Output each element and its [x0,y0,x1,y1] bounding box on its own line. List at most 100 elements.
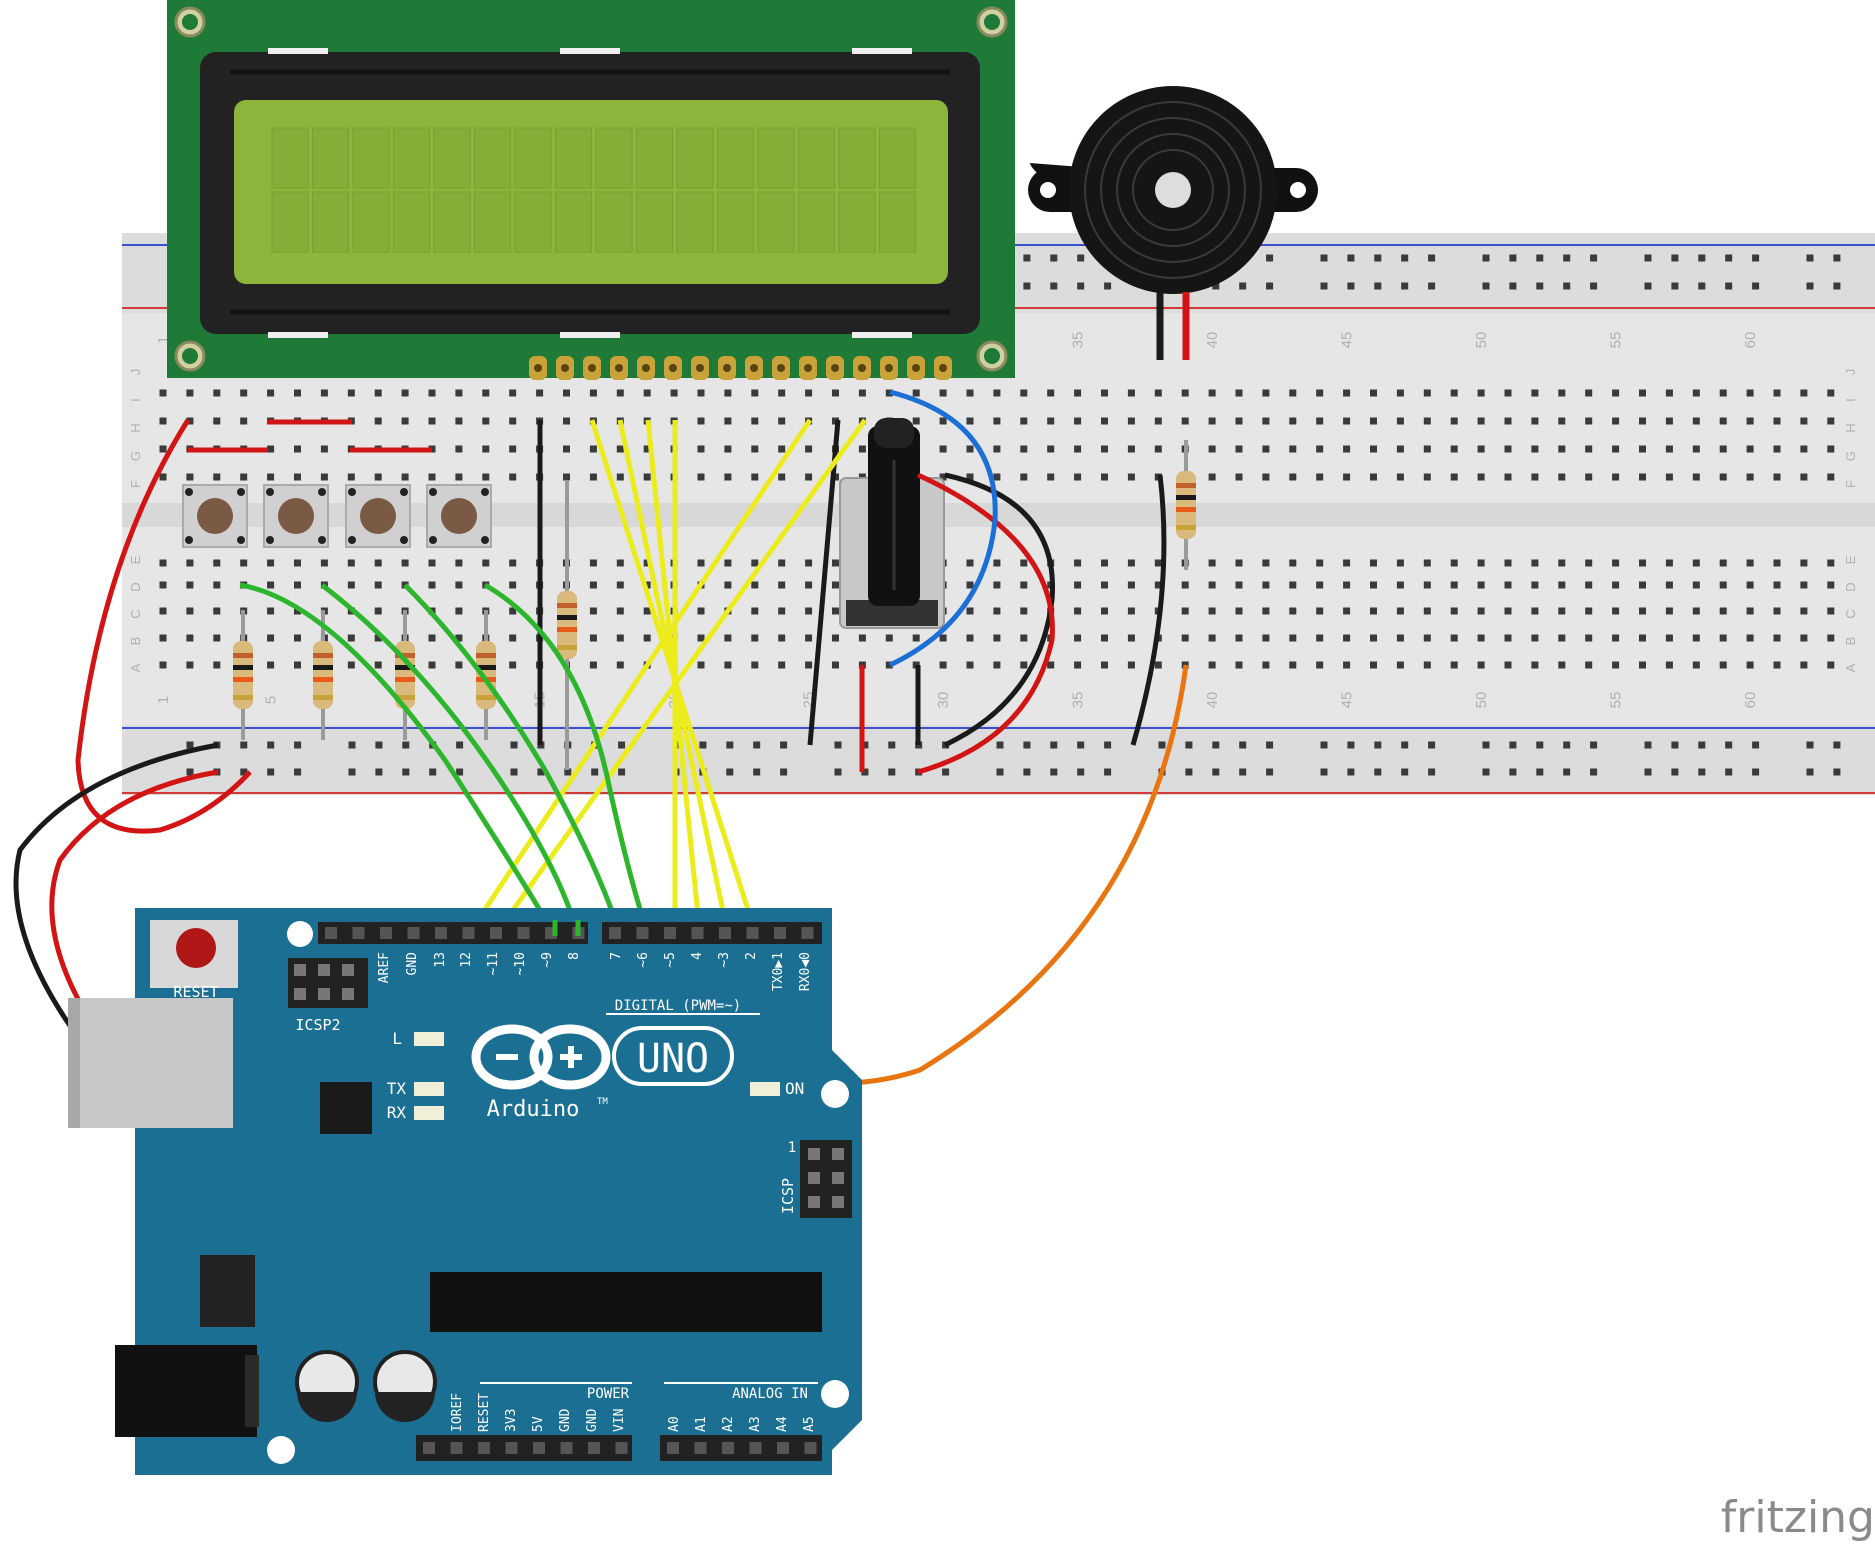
breadboard-hole [1181,607,1189,615]
breadboard-hole [589,389,597,397]
digital-pin-label: GND [405,952,420,976]
breadboard-hole [1396,445,1404,453]
breadboard-hole [401,473,409,481]
breadboard-hole [697,559,705,567]
breadboard-hole [751,445,759,453]
reset-button-cap[interactable] [176,928,216,968]
breadboard-hole [1719,581,1727,589]
breadboard-hole [159,473,167,481]
lcd-cell [474,127,511,189]
rail-hole [1320,282,1328,290]
breadboard-hole [1558,559,1566,567]
breadboard-hole [1423,559,1431,567]
row-letter: E [128,555,143,564]
rail-hole [1590,282,1598,290]
breadboard-hole [643,559,651,567]
breadboard-hole [724,634,732,642]
rail-hole [1077,254,1085,262]
breadboard-hole [1531,559,1539,567]
rail-hole [1077,741,1085,749]
breadboard-hole [1074,445,1082,453]
breadboard-hole [993,607,1001,615]
breadboard-hole [159,559,167,567]
rail-hole [1482,282,1490,290]
analog-header [660,1435,822,1461]
breadboard-hole [1504,581,1512,589]
led-l [414,1032,444,1046]
breadboard-hole [294,661,301,669]
digital-pin-label: 4 [690,952,705,960]
rail-hole [1806,254,1814,262]
analog-pin-label: A5 [802,1416,817,1432]
rail-hole [510,741,518,749]
breadboard-hole [589,607,597,615]
rail-hole [1239,741,1247,749]
rail-hole [1104,768,1112,776]
lcd-cell [312,127,349,189]
breadboard-hole [1289,473,1297,481]
rail-hole [1212,741,1220,749]
breadboard-hole [1746,389,1754,397]
breadboard-hole [1773,581,1781,589]
rail-hole [753,741,761,749]
push-button[interactable] [426,484,492,548]
breadboard-hole [1047,389,1055,397]
breadboard-hole [1827,389,1835,397]
icsp-header [800,1140,852,1218]
rail-hole [1671,768,1679,776]
column-number: 50 [1473,692,1490,709]
rail-hole [780,768,788,776]
breadboard-hole [778,473,786,481]
rail-hole [726,741,734,749]
rail-hole [1590,741,1598,749]
breadboard-hole [1800,559,1808,567]
breadboard-hole [1665,473,1673,481]
rail-hole [1482,741,1490,749]
breadboard-hole [778,661,786,669]
wire-blue [888,389,998,668]
breadboard-hole [1208,634,1216,642]
breadboard-hole [1585,445,1593,453]
row-letter: I [128,398,143,402]
push-button[interactable] [182,484,248,548]
breadboard-hole [1396,559,1404,567]
digital-pin-label: AREF [377,952,392,983]
breadboard-hole [1127,661,1135,669]
icsp-pin1-label: 1 [788,1140,796,1156]
lcd-cell [798,127,835,189]
breadboard-hole [240,559,248,567]
led-rx [414,1106,444,1120]
breadboard-hole [374,607,382,615]
breadboard-hole [1370,473,1377,481]
lcd-cell [595,191,633,253]
breadboard-hole [993,634,1001,642]
breadboard-hole [1154,417,1162,425]
breadboard-hole [1343,445,1351,453]
breadboard-hole [778,634,786,642]
rail-hole [240,768,248,776]
breadboard-hole [1639,473,1646,481]
rail-hole [1806,741,1814,749]
push-button[interactable] [345,484,411,548]
breadboard-hole [1692,634,1700,642]
rail-hole [753,768,761,776]
row-letter: F [128,480,143,488]
breadboard-hole [912,389,920,397]
rail-hole [1752,768,1760,776]
breadboard-hole [1827,417,1835,425]
push-button[interactable] [263,484,329,548]
breadboard-hole [670,389,678,397]
breadboard-hole [1262,445,1270,453]
breadboard-hole [1719,445,1727,453]
breadboard-hole [1531,445,1539,453]
breadboard-hole [374,559,382,567]
breadboard-hole [724,661,732,669]
breadboard-hole [455,473,463,481]
column-number: 40 [1204,332,1221,349]
breadboard-hole [159,445,167,453]
breadboard-hole [1558,473,1566,481]
rail-hole [1482,254,1490,262]
breadboard-hole [1558,417,1566,425]
row-letter: J [128,369,143,376]
breadboard-hole [697,634,705,642]
